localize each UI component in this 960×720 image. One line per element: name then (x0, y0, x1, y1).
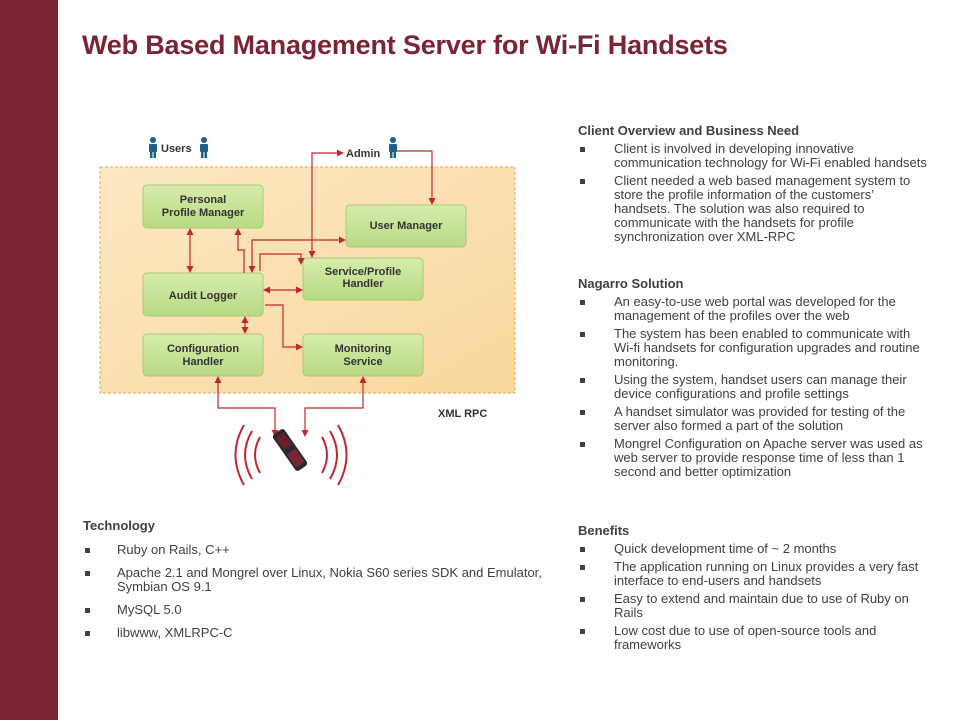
admin-label: Admin (346, 148, 381, 160)
list-item: Using the system, handset users can mana… (578, 373, 930, 401)
audit-logger-node (142, 272, 264, 317)
user-person-icon-right (200, 137, 208, 158)
configuration-handler-label-2: Handler (183, 356, 225, 368)
xml-rpc-label: XML RPC (438, 408, 487, 420)
client-overview-list: Client is involved in developing innovat… (578, 142, 930, 244)
brand-side-bar (0, 0, 58, 720)
client-overview-section: Client Overview and Business Need Client… (578, 124, 930, 248)
page-title: Web Based Management Server for Wi-Fi Ha… (82, 30, 728, 60)
technology-section: Technology Ruby on Rails, C++ Apache 2.1… (83, 519, 543, 649)
configuration-handler-label-1: Configuration (167, 343, 239, 355)
nagarro-solution-section: Nagarro Solution An easy-to-use web port… (578, 277, 930, 483)
benefits-list: Quick development time of ~ 2 months The… (578, 542, 930, 652)
user-manager-node (345, 204, 467, 248)
list-item: libwww, XMLRPC-C (83, 626, 543, 640)
arrow-admin-user-manager (396, 150, 436, 205)
list-item: Apache 2.1 and Mongrel over Linux, Nokia… (83, 566, 543, 594)
audit-logger-label: Audit Logger (169, 290, 238, 302)
admin-person-icon (389, 137, 397, 158)
benefits-heading: Benefits (578, 523, 630, 538)
architecture-diagram: Users Admin Personal Profile Manager Use… (90, 125, 540, 495)
arrow-audit-usermanager (248, 236, 346, 273)
users-label: Users (161, 143, 192, 155)
arrow-admin-service-profile (308, 149, 344, 258)
list-item: Quick development time of ~ 2 months (578, 542, 930, 556)
benefits-section: Benefits Quick development time of ~ 2 m… (578, 524, 930, 656)
list-item: An easy-to-use web portal was developed … (578, 295, 930, 323)
monitoring-service-label-2: Service (343, 356, 382, 368)
list-item: Ruby on Rails, C++ (83, 543, 543, 557)
service-profile-label-2: Handler (343, 278, 385, 290)
arrow-profile-service (234, 228, 245, 273)
user-person-icon-left (149, 137, 157, 158)
client-overview-heading: Client Overview and Business Need (578, 123, 800, 138)
service-profile-label-1: Service/Profile (325, 266, 401, 278)
personal-profile-node (142, 184, 264, 229)
architecture-diagram-svg: Users Admin Personal Profile Manager Use… (99, 137, 516, 486)
list-item: The system has been enabled to communica… (578, 327, 930, 369)
list-item: Mongrel Configuration on Apache server w… (578, 437, 930, 479)
user-manager-label: User Manager (370, 220, 443, 232)
monitoring-service-label-1: Monitoring (335, 343, 392, 355)
arrow-audit-monitoring (265, 304, 303, 351)
nagarro-solution-heading: Nagarro Solution (578, 276, 684, 291)
configuration-handler-node (142, 333, 264, 377)
signal-waves-icon (234, 424, 348, 486)
list-item: Easy to extend and maintain due to use o… (578, 592, 930, 620)
list-item: A handset simulator was provided for tes… (578, 405, 930, 433)
list-item: The application running on Linux provide… (578, 560, 930, 588)
monitoring-service-node (302, 333, 424, 377)
personal-profile-label-1: Personal (180, 194, 226, 206)
arrow-config-handset (214, 376, 279, 437)
nagarro-solution-list: An easy-to-use web portal was developed … (578, 295, 930, 479)
arrow-audit-service-top (259, 253, 305, 271)
technology-heading: Technology (83, 518, 155, 533)
list-item: Low cost due to use of open-source tools… (578, 624, 930, 652)
personal-profile-label-2: Profile Manager (162, 207, 245, 219)
arrow-monitoring-handset (301, 376, 367, 437)
list-item: Client needed a web based management sys… (578, 174, 930, 244)
list-item: Client is involved in developing innovat… (578, 142, 930, 170)
technology-list: Ruby on Rails, C++ Apache 2.1 and Mongre… (83, 543, 543, 640)
list-item: MySQL 5.0 (83, 603, 543, 617)
handset-icon (272, 429, 308, 471)
